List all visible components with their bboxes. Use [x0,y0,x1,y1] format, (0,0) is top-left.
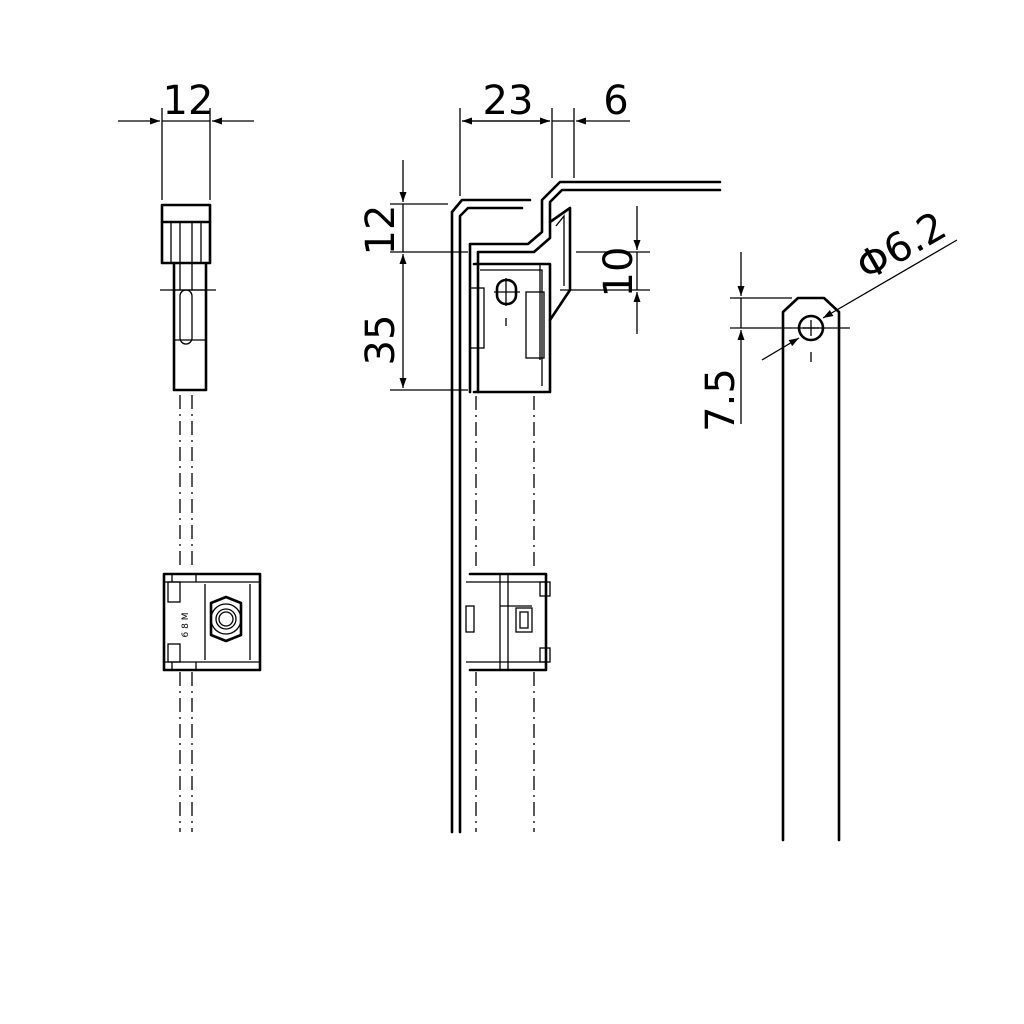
left-clip-head [160,203,212,265]
dim-right-hole: Φ6.2 [761,203,958,361]
dim-right-offset: 7.5 [698,252,850,432]
dim-label-middle-top: 12 [358,205,404,256]
dim-label-right-offset: 7.5 [698,368,744,432]
right-view: Φ6.2 7.5 [698,203,958,842]
cage-nut-marking: 6 8 M [181,613,191,638]
dim-middle-top: 23 6 [459,78,630,196]
dim-label-middle-width: 23 [483,78,534,124]
middle-view: 23 6 12 35 10 [358,78,722,834]
dim-label-middle-slot: 10 [596,247,642,298]
middle-cage-clip [465,572,551,672]
dim-middle-right: 10 [560,206,650,334]
dim-label-left-width: 12 [163,78,214,124]
dim-middle-left: 12 35 [358,160,468,391]
dim-label-middle-offset: 6 [603,78,628,124]
left-view: 6 8 M 12 [118,78,262,832]
dim-label-right-hole: Φ6.2 [849,203,954,290]
dim-label-middle-height: 35 [358,315,404,366]
left-cage-nut: 6 8 M [162,572,262,672]
dim-left-width: 12 [118,78,254,200]
